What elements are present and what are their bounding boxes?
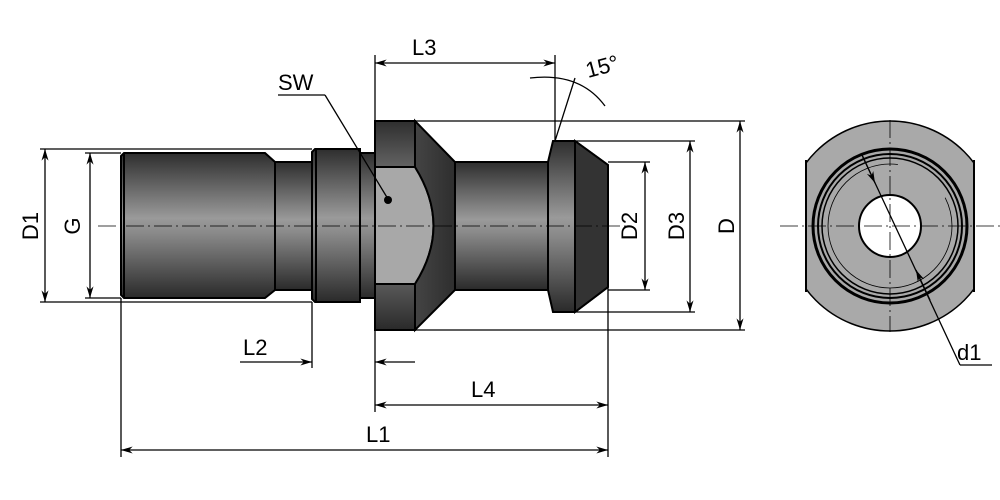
thread-section bbox=[120, 152, 276, 299]
label-D1: D1 bbox=[18, 212, 43, 240]
extension-lines bbox=[40, 55, 745, 457]
label-L3: L3 bbox=[412, 35, 436, 60]
label-L4: L4 bbox=[471, 377, 495, 402]
dimension-lines bbox=[41, 59, 744, 454]
angle-leg bbox=[554, 77, 576, 142]
label-D3: D3 bbox=[664, 212, 689, 240]
label-d1: d1 bbox=[957, 340, 981, 365]
side-view bbox=[98, 118, 630, 333]
label-G: G bbox=[60, 217, 85, 234]
head-chamfer bbox=[574, 139, 609, 315]
d1-leader bbox=[861, 154, 961, 366]
label-L2: L2 bbox=[243, 335, 267, 360]
sw-leader bbox=[324, 94, 389, 200]
angle-arc bbox=[529, 76, 606, 107]
collar bbox=[311, 148, 361, 303]
cone bbox=[414, 118, 456, 333]
end-view bbox=[780, 120, 1000, 366]
label-D: D bbox=[714, 218, 739, 234]
label-SW: SW bbox=[278, 70, 314, 95]
label-D2: D2 bbox=[617, 212, 642, 240]
label-angle: 15° bbox=[583, 50, 622, 83]
label-L1: L1 bbox=[366, 422, 390, 447]
sw-leader-dot bbox=[384, 196, 392, 204]
